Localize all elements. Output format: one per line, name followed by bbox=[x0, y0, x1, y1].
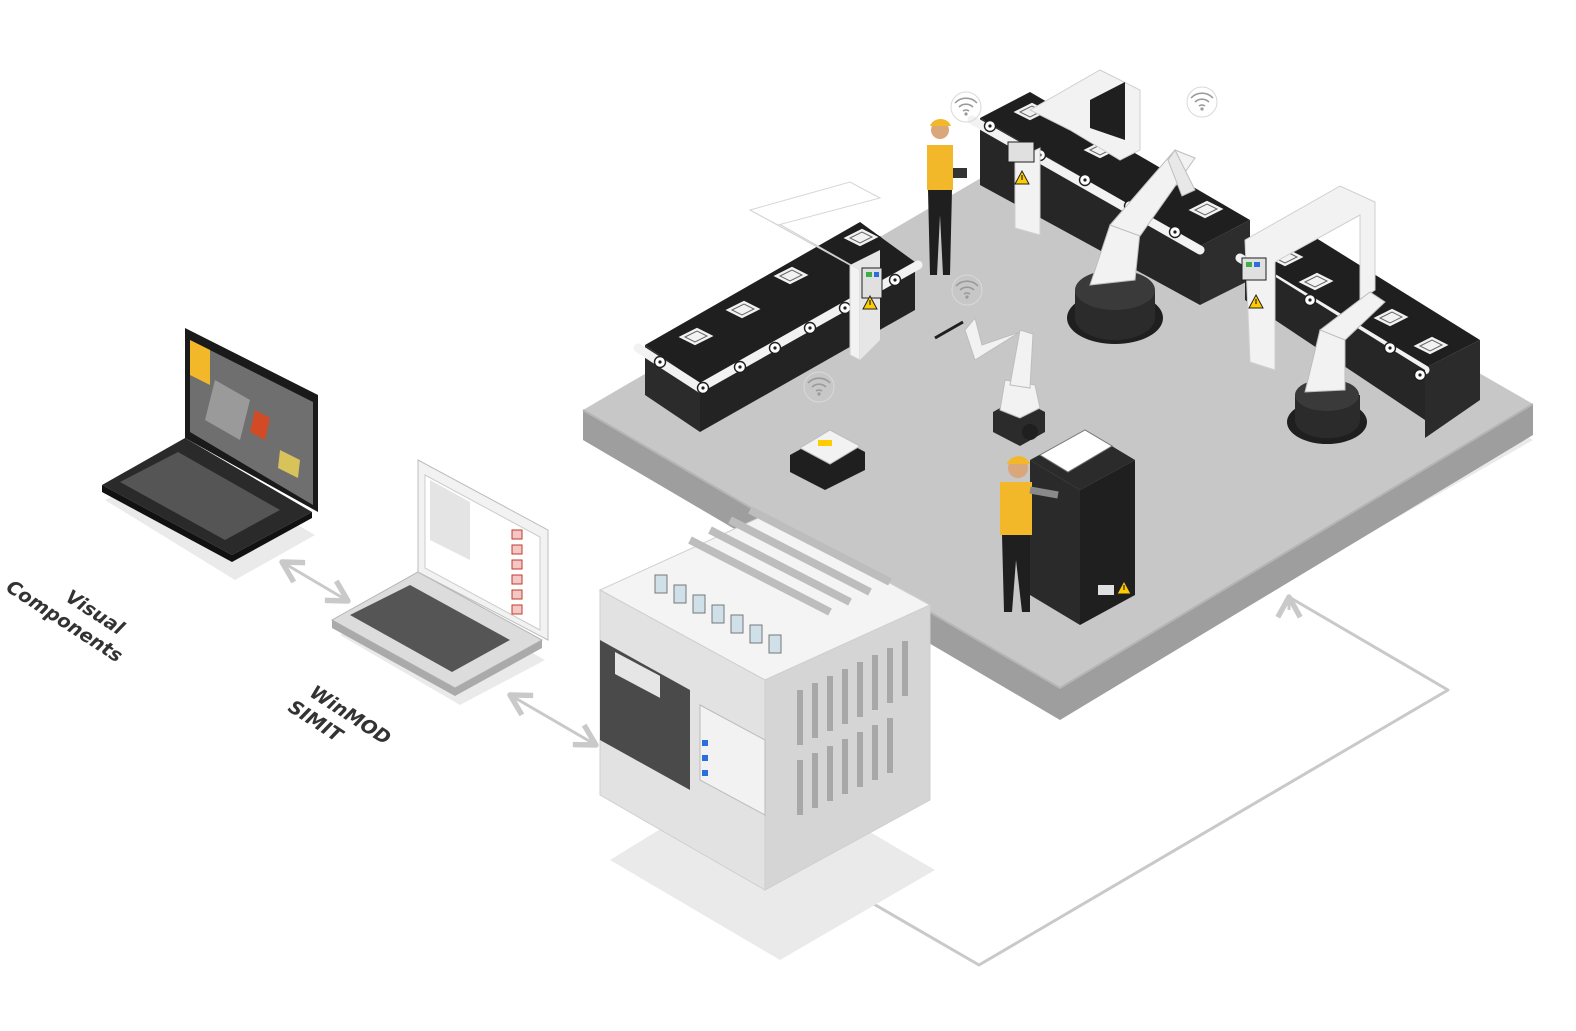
robot-arm-center bbox=[1067, 149, 1196, 344]
agv-robot bbox=[790, 429, 865, 490]
laptop-simulation bbox=[330, 459, 549, 705]
wifi-icon bbox=[950, 91, 982, 123]
control-cabinet bbox=[1030, 429, 1135, 625]
mobile-robot bbox=[934, 316, 1045, 446]
label-visual-components: Visual Components bbox=[2, 576, 128, 667]
signal-arrows bbox=[282, 562, 1450, 967]
label-simulation: WinMOD SIMIT bbox=[284, 681, 394, 749]
plc-controller bbox=[598, 506, 935, 960]
worker-top bbox=[927, 118, 967, 275]
worker-bottom bbox=[1000, 456, 1059, 612]
wifi-icon bbox=[1186, 86, 1218, 118]
laptop-visual-components bbox=[102, 328, 318, 580]
conveyor-left bbox=[633, 181, 923, 432]
robot-arm-right bbox=[1287, 291, 1386, 444]
conveyor-back bbox=[967, 69, 1250, 305]
